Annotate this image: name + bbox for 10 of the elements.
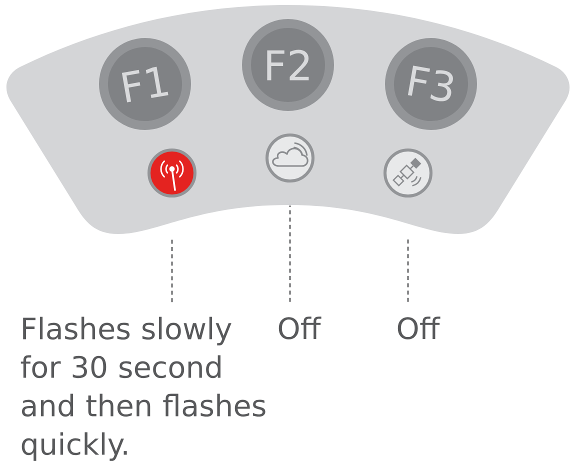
- satellite-icon: [384, 148, 432, 198]
- antenna-icon: [148, 148, 196, 198]
- leader-line: [289, 206, 291, 302]
- leader-line: [407, 238, 409, 302]
- cloud-icon: [266, 134, 314, 182]
- round-button: F3: [385, 38, 477, 130]
- status-text: Off: [398, 316, 440, 340]
- status-text: Flashes slowly for 30 second and then flashes quickly.: [20, 316, 266, 461]
- leader-line: [171, 238, 173, 302]
- status-text: Off: [278, 316, 322, 340]
